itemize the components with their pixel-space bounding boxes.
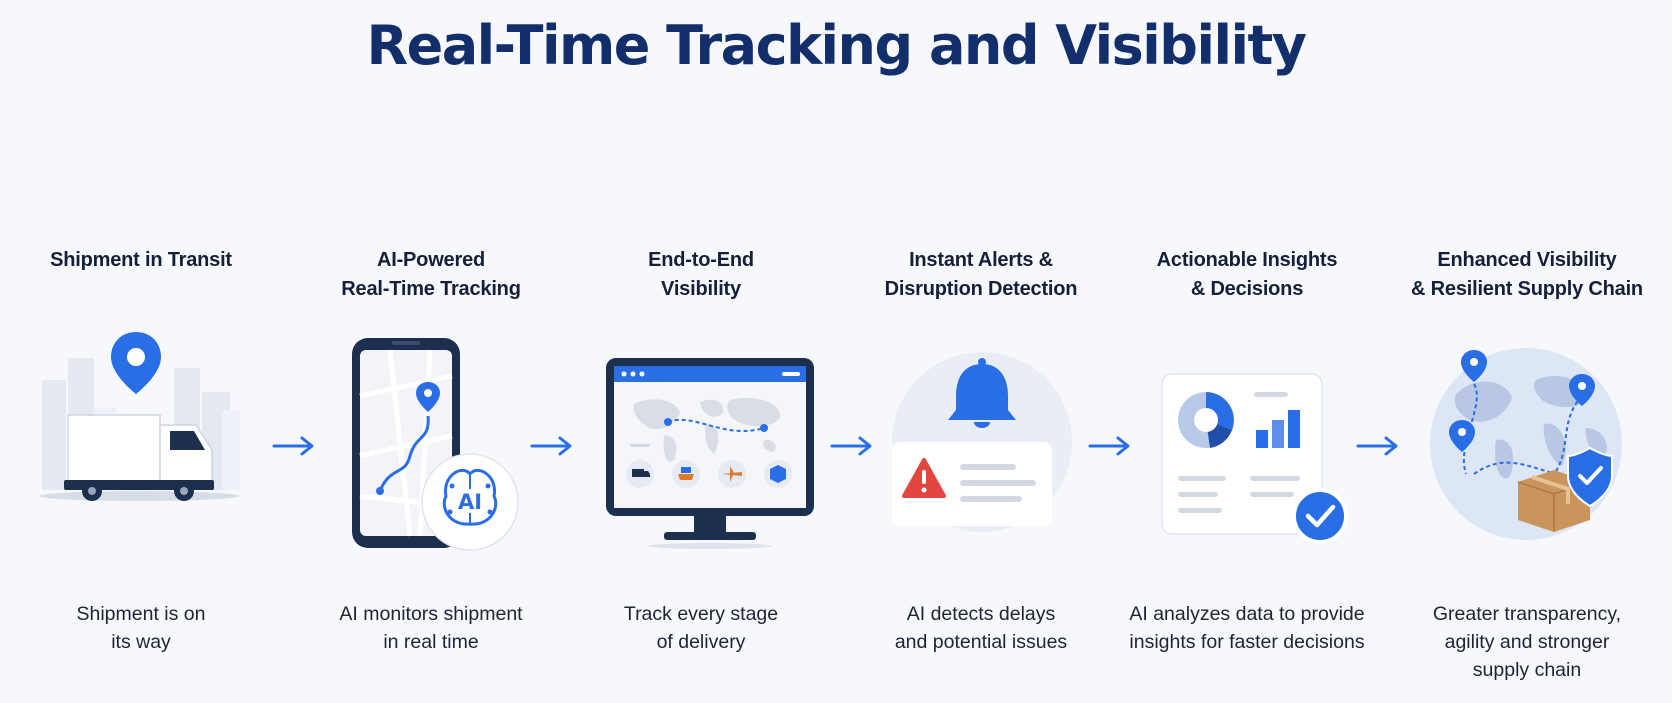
step-description: Track every stage of delivery [566,600,836,656]
step-desc-line: Greater transparency, [1432,603,1622,625]
step-description: Shipment is on its way [6,600,276,656]
step-enhanced-visibility: Enhanced Visibility & Resilient Supply C… [1392,0,1662,703]
globe-shield-package-icon [1430,348,1622,540]
step-desc-line: its way [111,631,171,653]
arrow-right-icon [530,436,572,456]
step-description: AI detects delays and potential issues [846,600,1116,656]
step-desc-line: AI analyzes data to provide [1129,603,1365,625]
step-desc-line: agility and stronger [1444,631,1610,653]
step-title-line: Disruption Detection [884,278,1078,300]
step-desc-line: in real time [383,631,479,653]
bell-alert-warning-icon [892,352,1072,532]
step-ai-powered-tracking: AI-Powered Real-Time Tracking AI AI moni… [296,0,566,703]
step-shipment-in-transit: Shipment in Transit Shipment is on its w… [6,0,276,703]
step-title-line: Real-Time Tracking [341,278,521,300]
step-title-line: Visibility [661,278,741,300]
step-title: Actionable Insights & Decisions [1112,246,1382,304]
monitor-world-map-icon [606,358,814,549]
step-description: AI monitors shipment in real time [296,600,566,656]
step-title: Enhanced Visibility & Resilient Supply C… [1392,246,1662,304]
step-description: Greater transparency, agility and strong… [1392,600,1662,684]
step-title: Instant Alerts & Disruption Detection [846,246,1116,304]
step-title: Shipment in Transit [6,246,276,275]
step-actionable-insights: Actionable Insights & Decisions AI analy… [1112,0,1382,703]
step-desc-line: of delivery [656,631,746,653]
step-title-line: Instant Alerts & [909,249,1053,271]
step-desc-line: AI detects delays [906,603,1056,625]
step-title-line: & Resilient Supply Chain [1411,278,1643,300]
step-title-line: & Decisions [1190,278,1304,300]
step-title-line: Enhanced Visibility [1437,249,1617,271]
step-title: AI-Powered Real-Time Tracking [296,246,566,304]
step-desc-line: and potential issues [894,631,1068,653]
ai-badge: AI [458,490,482,514]
step-desc-line: insights for faster decisions [1129,631,1365,653]
step-title: End-to-End Visibility [566,246,836,304]
step-desc-line: Shipment is on [76,603,206,625]
step-instant-alerts: Instant Alerts & Disruption Detection AI… [846,0,1116,703]
step-end-to-end-visibility: End-to-End Visibility Track [566,0,836,703]
step-desc-line: supply chain [1472,659,1582,681]
truck-with-location-pin-icon [39,332,240,501]
step-title-line: End-to-End [648,249,754,271]
step-desc-line: Track every stage [623,603,779,625]
step-title-line: Actionable Insights [1156,249,1338,271]
arrow-right-icon [830,436,872,456]
arrow-right-icon [272,436,314,456]
step-title-line: Shipment in Transit [50,249,232,271]
step-desc-line: AI monitors shipment [339,603,523,625]
step-title-line: AI-Powered [376,249,486,271]
page-title: Real-Time Tracking and Visibility [366,14,1307,77]
arrow-right-icon [1088,436,1130,456]
step-description: AI analyzes data to provide insights for… [1112,600,1382,656]
arrow-right-icon [1356,436,1398,456]
dashboard-charts-checkmark-icon [1161,373,1348,544]
smartphone-map-ai-brain-icon: AI [352,338,519,551]
